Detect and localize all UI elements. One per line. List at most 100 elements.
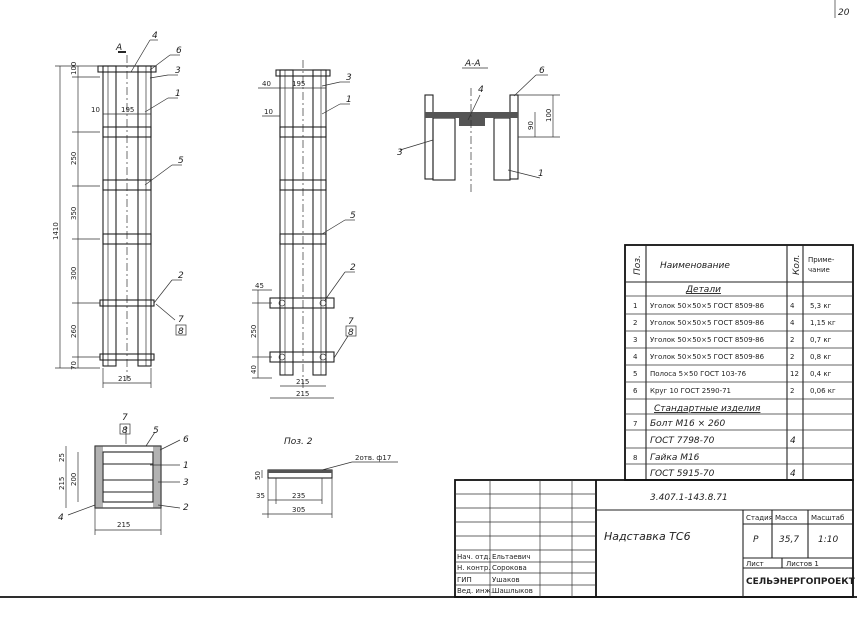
callout-v1-4: 4 [152,31,158,41]
plan-view: 25 215 200 215 7 8 5 6 1 3 2 4 [58,413,189,535]
dim-v2-bottom-2: 215 [296,390,309,398]
callout-v1-2: 2 [178,271,184,281]
spec-row-name: Уголок 50×50×5 ГОСТ 8509-86 [650,302,765,310]
callout-sec-1: 1 [538,169,544,179]
angle-right [137,65,152,367]
spec-row-name: Круг 10 ГОСТ 2590-71 [650,387,731,395]
dim-sec-h2: 100 [545,109,553,122]
sheet-label: Лист [746,560,764,568]
callout-plan-4: 4 [58,513,64,523]
dim-plan-2: 200 [70,473,78,486]
dim-v2-side: 10 [264,108,273,116]
dim-v1-4: 260 [70,325,78,338]
dim-v1-3: 300 [70,267,78,280]
mass-value: 35,7 [779,535,799,545]
dim-pos2-left: 35 [256,492,265,500]
callout-v2-5: 5 [350,211,356,221]
spec-row-pos: 6 [633,387,638,395]
spec-row-note: 1,15 кг [810,319,836,327]
std-row-name: Гайка М16 [650,453,700,463]
sheets-label: Листов 1 [786,560,819,568]
page-number: 20 [838,8,850,18]
std-row-name: ГОСТ 5915-70 [650,469,715,479]
callout-v2-1: 1 [346,95,352,105]
specification-table: Поз. Наименование Кол. Приме-чание Детал… [624,244,854,481]
title-block: 3.407.1-143.8.71 Надставка ТС6 Стадия Ма… [454,479,856,598]
strip-1 [102,126,152,138]
section-mark-label: А [115,43,122,53]
spec-row-note: 0,06 кг [810,387,836,395]
strip-2 [102,179,152,191]
spec-row-pos: 3 [633,336,637,344]
callout-plan-8: 8 [122,426,128,436]
spec-row-note: 5,3 кг [810,302,832,310]
doc-code: 3.407.1-143.8.71 [650,493,728,503]
callout-v1-3: 3 [175,66,181,76]
callout-v1-1: 1 [175,89,181,99]
pos2-holes-note: 2отв. ф17 [355,454,391,462]
std-row-name: ГОСТ 7798-70 [650,436,715,446]
dim-v2-top: 195 [292,80,305,88]
dim-pos2-h: 50 [254,471,262,480]
front-view-1: 100 250 350 300 260 70 1410 195 10 215 А… [52,31,187,388]
role-title: Нач. отд. [457,553,491,561]
spec-row-qty: 4 [790,302,795,310]
callout-v1-6: 6 [176,46,182,56]
dim-v2-h2: 250 [250,325,258,338]
spec-row-pos: 5 [633,370,637,378]
spec-row-name: Уголок 50×50×5 ГОСТ 8509-86 [650,353,765,361]
role-name: Сорокова [492,564,527,572]
std-row-qty: 4 [790,436,796,446]
org-name: СЕЛЬЭНЕРГОПРОЕКТ [746,577,856,587]
spec-group-standard: Стандартные изделия [654,404,761,414]
spec-header-name: Наименование [660,261,730,271]
strip-3 [102,233,152,245]
spec-row-pos: 1 [633,302,637,310]
dim-v1-total: 1410 [52,222,60,240]
dim-plan-1: 215 [58,477,66,490]
spec-row-note: 0,4 кг [810,370,832,378]
pos-2-detail: Поз. 2 50 35 235 305 2отв. ф17 [254,437,398,518]
callout-v2-8: 8 [348,328,354,338]
callout-sec-4: 4 [478,85,484,95]
callout-v2-3: 3 [346,73,352,83]
dim-v1-5: 70 [70,361,78,370]
std-row-pos: 8 [633,454,637,462]
dim-v2-bottom: 215 [296,378,309,386]
stage-label: Стадия [746,514,773,522]
spec-row-name: Полоса 5×50 ГОСТ 103-76 [650,370,747,378]
dim-v1-side: 10 [91,106,100,114]
dim-plan-bottom: 215 [117,521,130,529]
scale-value: 1:10 [818,535,838,545]
spec-row-qty: 12 [790,370,799,378]
spec-row-name: Уголок 50×50×5 ГОСТ 8509-86 [650,336,765,344]
callout-sec-3: 3 [397,148,403,158]
spec-row-pos: 2 [633,319,637,327]
dim-v2-top-side: 40 [262,80,271,88]
dim-v1-width: 195 [121,106,134,114]
callout-v2-2: 2 [350,263,356,273]
section-a-a: А-А 100 90 6 4 3 1 [397,59,560,195]
spec-header-note: Приме-чание [808,256,835,274]
dim-sec-h1: 90 [527,121,535,130]
spec-row-qty: 4 [790,319,795,327]
dim-v1-0: 100 [70,62,78,75]
spec-row-qty: 2 [790,353,794,361]
callout-plan-7: 7 [122,413,128,423]
callout-v1-5: 5 [178,156,184,166]
callout-plan-1: 1 [183,461,189,471]
callout-v1-8: 8 [178,327,184,337]
dim-pos2-total: 305 [292,506,305,514]
dim-pos2-mid: 235 [292,492,305,500]
spec-row-note: 0,7 кг [810,336,832,344]
dim-v1-2: 350 [70,207,78,220]
dim-v2-h1: 45 [255,282,264,290]
angle-left [102,65,117,367]
pos2-label: Поз. 2 [284,437,313,447]
mass-label: Масса [775,514,797,522]
role-title: Н. контр. [457,564,491,572]
callout-v1-7: 7 [178,315,184,325]
std-row-name: Болт М16 × 260 [650,419,725,429]
